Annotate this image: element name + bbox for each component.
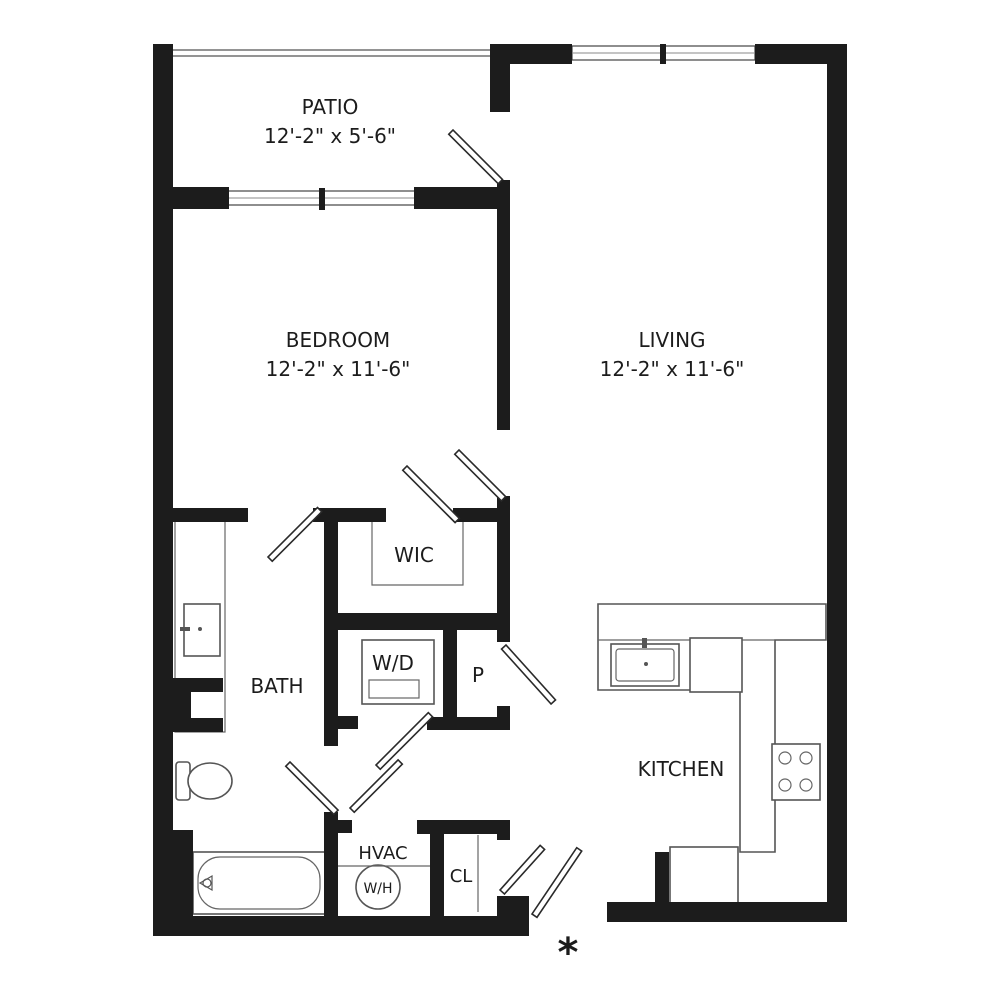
living-door[interactable] xyxy=(453,448,507,503)
bedroom-dims: 12'-2" x 11'-6" xyxy=(266,357,411,381)
stove xyxy=(771,743,821,801)
wic-shelf xyxy=(371,520,464,586)
wic-door[interactable] xyxy=(401,464,461,524)
washer-dryer xyxy=(361,639,435,705)
patio-name: PATIO xyxy=(302,95,359,119)
closet-door[interactable] xyxy=(498,844,546,896)
toilet xyxy=(175,761,233,801)
water-heater xyxy=(355,864,401,910)
hvac-door-2[interactable] xyxy=(348,758,404,814)
wd-label: W/D xyxy=(372,651,414,675)
bedroom-window xyxy=(227,188,416,210)
wd-door[interactable] xyxy=(374,711,434,771)
dishwasher xyxy=(689,637,743,693)
hvac-label: HVAC xyxy=(358,843,407,864)
patio-door[interactable] xyxy=(447,128,504,185)
wic-label: WIC xyxy=(394,543,434,567)
patio-dims: 12'-2" x 5'-6" xyxy=(264,124,396,148)
bedroom-name: BEDROOM xyxy=(286,328,390,352)
walls xyxy=(153,44,847,936)
living-window xyxy=(571,44,756,64)
pantry-label: P xyxy=(472,663,484,687)
living-dims: 12'-2" x 11'-6" xyxy=(600,357,745,381)
kitchen-sink xyxy=(610,638,680,687)
bath-sink xyxy=(180,603,221,657)
pantry-door[interactable] xyxy=(500,643,557,706)
water-heater-label: W/H xyxy=(363,881,392,897)
kitchen-label: KITCHEN xyxy=(638,757,725,781)
bath-label: BATH xyxy=(250,674,303,698)
entry-door[interactable] xyxy=(530,846,583,919)
living-name: LIVING xyxy=(638,328,705,352)
closet-label: CL xyxy=(450,866,473,887)
bath-door[interactable] xyxy=(266,506,323,563)
patio-opening xyxy=(172,49,490,57)
refrigerator xyxy=(669,846,739,908)
hvac-door-1[interactable] xyxy=(284,760,340,816)
entry-marker: * xyxy=(558,930,579,976)
bathtub xyxy=(192,851,326,915)
